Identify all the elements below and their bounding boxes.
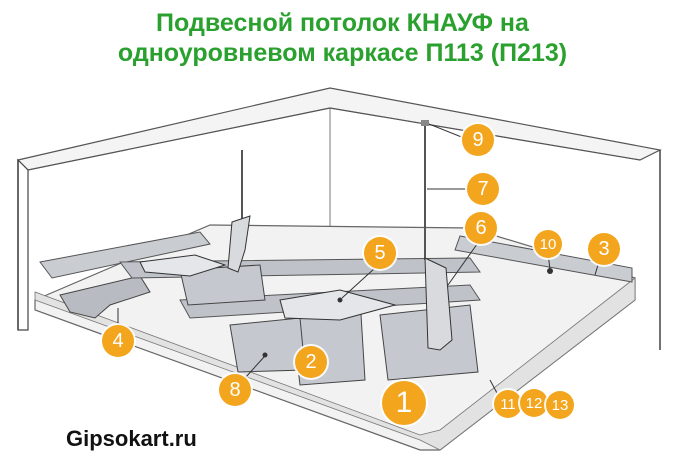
crab-connector-center bbox=[279, 289, 397, 321]
callout-13: 13 bbox=[546, 391, 574, 419]
callout-11: 11 bbox=[494, 390, 522, 418]
callout-5: 5 bbox=[364, 237, 396, 269]
callout-2: 2 bbox=[295, 346, 327, 378]
left-wall bbox=[17, 158, 29, 331]
callout-4: 4 bbox=[102, 325, 134, 357]
anchor bbox=[421, 120, 429, 126]
hanger-left bbox=[227, 215, 251, 273]
callout-6: 6 bbox=[465, 212, 497, 244]
leader-11 bbox=[489, 379, 498, 394]
callout-7: 7 bbox=[467, 173, 499, 205]
connector-screw bbox=[262, 352, 268, 358]
guide-profile-right bbox=[454, 235, 633, 283]
back-left-edge bbox=[27, 107, 331, 171]
leader-5 bbox=[341, 267, 376, 299]
dowel-screw bbox=[547, 268, 553, 274]
leader-8 bbox=[244, 356, 265, 379]
guide-profile-left bbox=[39, 231, 211, 279]
page-title: Подвесной потолок КНАУФ на одноуровневом… bbox=[0, 8, 685, 68]
title-line-1: Подвесной потолок КНАУФ на bbox=[156, 9, 529, 37]
crab-screw bbox=[337, 297, 343, 303]
callout-1: 1 bbox=[382, 381, 426, 425]
hanger-right bbox=[424, 257, 453, 351]
site-watermark: Gipsokart.ru bbox=[66, 426, 197, 451]
callout-8: 8 bbox=[219, 374, 251, 406]
leader-6 bbox=[447, 239, 481, 286]
ceiling-slab bbox=[16, 87, 662, 171]
callout-3: 3 bbox=[588, 233, 620, 265]
plasterboard-edge bbox=[34, 277, 636, 451]
bearing-profile-left bbox=[229, 317, 306, 373]
callout-10: 10 bbox=[534, 230, 562, 258]
title-line-2: одноуровневом каркасе П113 (П213) bbox=[117, 39, 568, 67]
callout-9: 9 bbox=[462, 124, 494, 156]
crab-connector-left bbox=[139, 254, 227, 277]
callout-12: 12 bbox=[520, 389, 548, 417]
